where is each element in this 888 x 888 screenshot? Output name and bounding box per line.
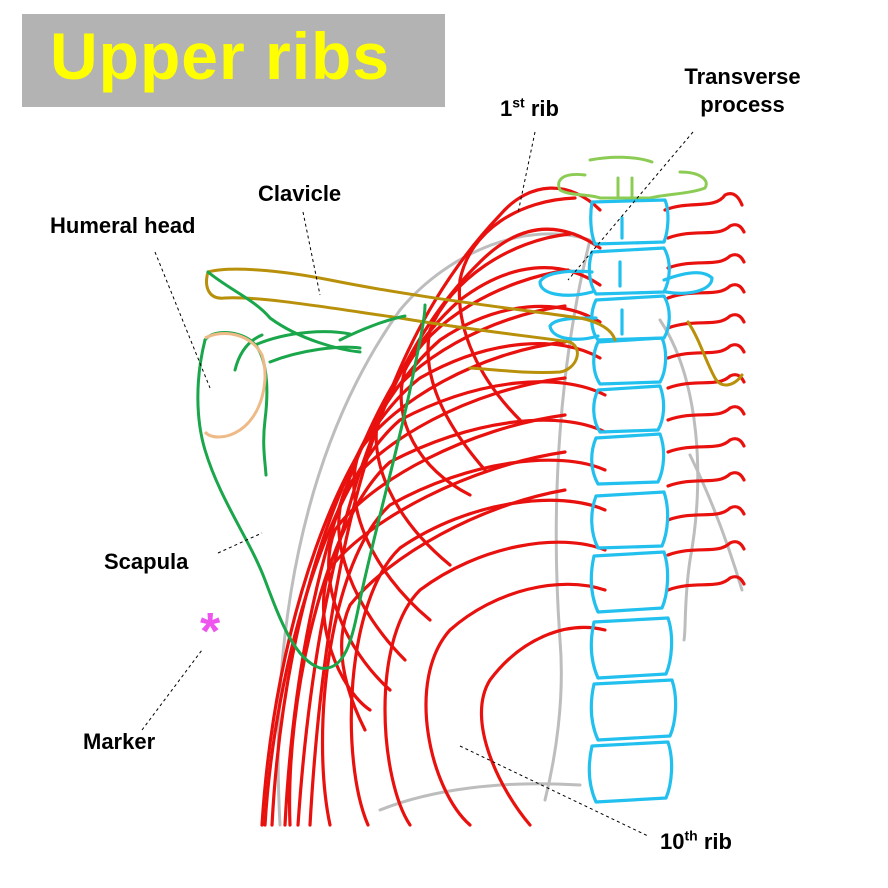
leader-scapula: [217, 532, 263, 554]
leader-marker: [141, 649, 203, 731]
label-first-rib: 1st rib: [500, 94, 559, 121]
vertebrae: [538, 198, 714, 804]
label-scapula: Scapula: [104, 549, 189, 574]
label-clavicle: Clavicle: [258, 181, 342, 206]
leader-lines: [141, 131, 694, 837]
title-banner: Upper ribs: [22, 14, 445, 107]
leader-transverse-process: [567, 131, 694, 281]
title: Upper ribs: [50, 19, 391, 93]
first-vertebra: [557, 155, 708, 200]
humeral-head-outline: [203, 332, 267, 439]
clavicle-outline: [205, 267, 744, 387]
label-tenth-rib: 10th rib: [660, 827, 732, 854]
leader-tenth-rib: [459, 745, 649, 837]
leader-first-rib: [517, 131, 536, 214]
leader-humeral-head: [154, 251, 211, 389]
ribs: [260, 186, 746, 827]
leader-clavicle: [302, 211, 321, 296]
label-marker: Marker: [83, 729, 156, 754]
marker-symbol: *: [200, 603, 221, 661]
label-transverse-process: Transverse process: [684, 64, 801, 117]
label-humeral-head: Humeral head: [50, 213, 196, 238]
